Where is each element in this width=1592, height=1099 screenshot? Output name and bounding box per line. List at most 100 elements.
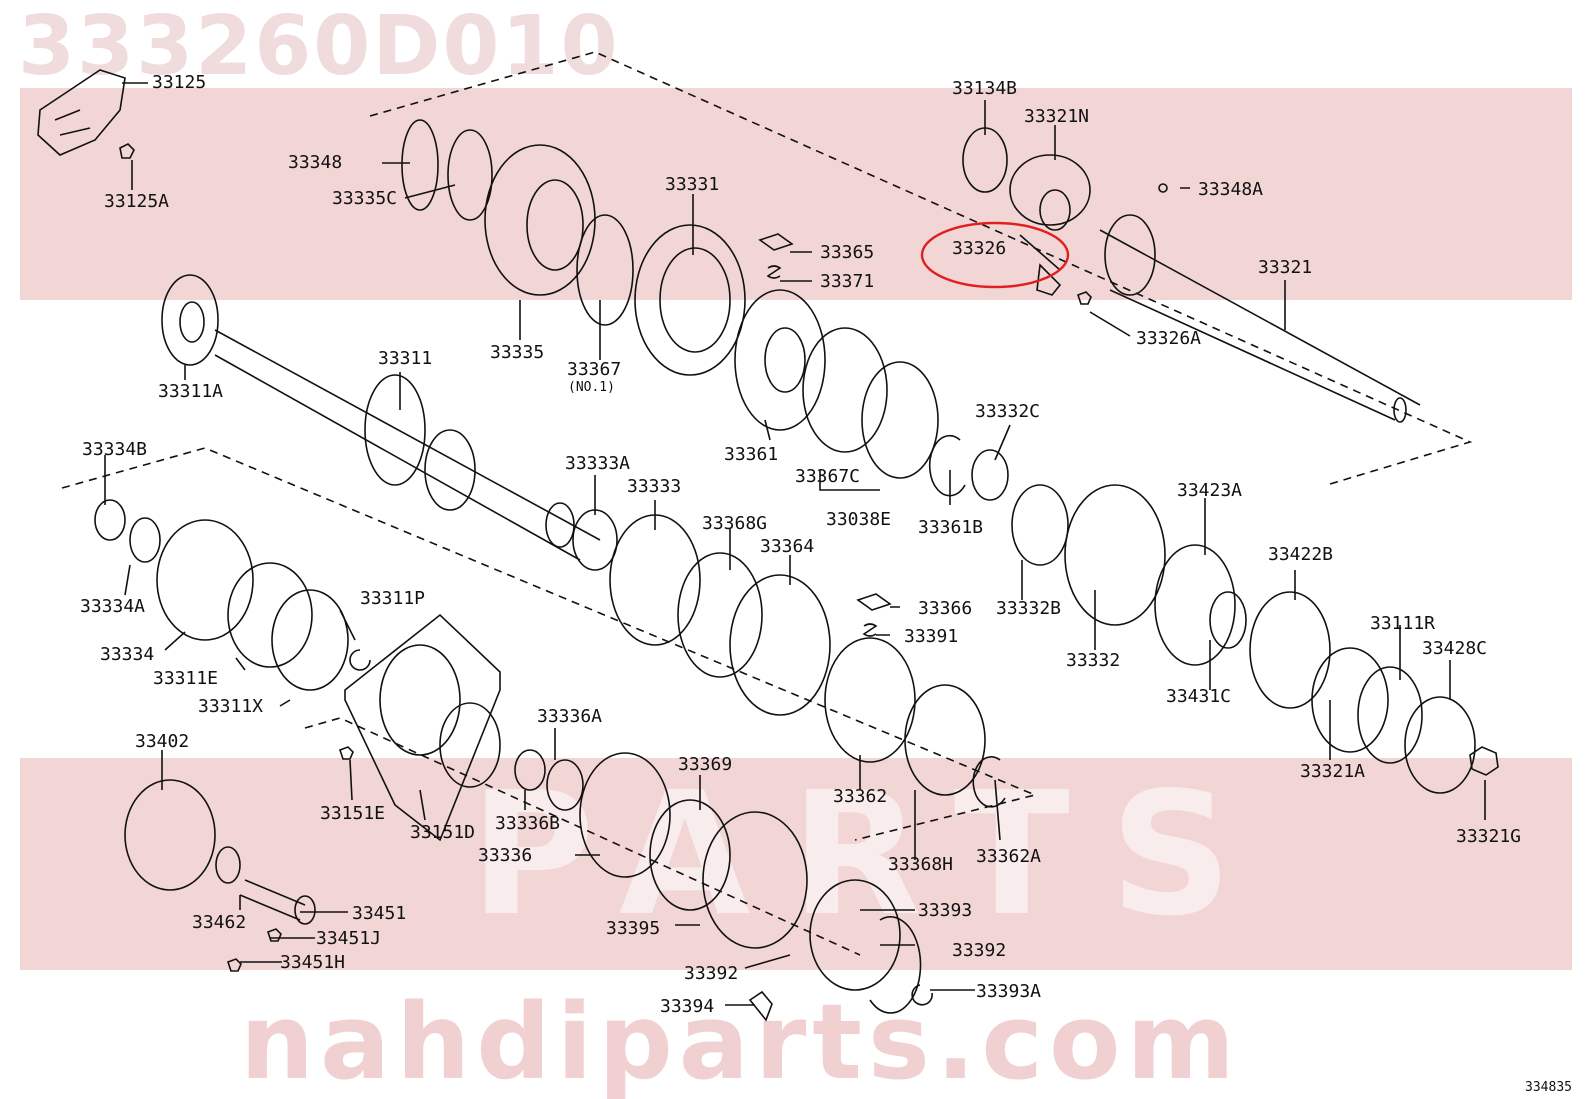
label-33336A: 33336A bbox=[537, 706, 603, 727]
label-33368H: 33368H bbox=[888, 854, 954, 875]
label-33368G: 33368G bbox=[702, 513, 768, 534]
watermark-band-bottom bbox=[20, 758, 1572, 970]
label-33422B: 33422B bbox=[1268, 544, 1334, 565]
shaft-33451 bbox=[239, 879, 306, 921]
sleeve-33395 bbox=[702, 811, 808, 949]
gasket-33151D bbox=[344, 613, 501, 842]
shaft-33311 bbox=[214, 329, 601, 561]
label-33311X: 33311X bbox=[198, 696, 264, 717]
label-33321N: 33321N bbox=[1024, 106, 1090, 127]
pin-33394 bbox=[748, 990, 773, 1022]
label-33361: 33361 bbox=[724, 444, 779, 465]
label-33334: 33334 bbox=[100, 644, 155, 665]
gear-33402 bbox=[124, 779, 216, 891]
label-33326A: 33326A bbox=[1136, 328, 1202, 349]
gear-33336 bbox=[579, 752, 671, 878]
label-33392-right: 33392 bbox=[952, 940, 1007, 961]
gear-33393 bbox=[809, 879, 901, 991]
label-33367-note: (NO.1) bbox=[568, 380, 615, 395]
label-33331: 33331 bbox=[665, 174, 720, 195]
key-33365 bbox=[758, 233, 794, 251]
label-33431C: 33431C bbox=[1166, 686, 1232, 707]
label-33151E: 33151E bbox=[320, 803, 386, 824]
nut-33321G bbox=[1469, 746, 1499, 776]
label-33392-left: 33392 bbox=[684, 963, 739, 984]
label-33451J: 33451J bbox=[316, 928, 382, 949]
label-33311A: 33311A bbox=[158, 381, 224, 402]
label-33111R: 33111R bbox=[1370, 613, 1436, 634]
dashed-group-outline bbox=[61, 447, 1038, 841]
label-33369: 33369 bbox=[678, 754, 733, 775]
label-33365: 33365 bbox=[820, 242, 875, 263]
label-33334B: 33334B bbox=[82, 439, 148, 460]
label-33038E: 33038E bbox=[826, 509, 892, 530]
gear-33361 bbox=[734, 289, 826, 431]
gear-33334 bbox=[156, 519, 254, 641]
label-33333A: 33333A bbox=[565, 453, 631, 474]
gear-33335 bbox=[484, 144, 596, 296]
sleeve-33364 bbox=[729, 574, 831, 716]
watermark-url: nahdiparts.com bbox=[240, 981, 1241, 1099]
label-33402: 33402 bbox=[135, 731, 190, 752]
gear-33332 bbox=[1064, 484, 1166, 626]
gear-33422B bbox=[1249, 591, 1331, 709]
gear-33333 bbox=[609, 514, 701, 646]
label-33332: 33332 bbox=[1066, 650, 1121, 671]
label-33333: 33333 bbox=[627, 476, 682, 497]
ring-33348 bbox=[401, 119, 439, 211]
label-33348: 33348 bbox=[288, 152, 343, 173]
label-33332B: 33332B bbox=[996, 598, 1062, 619]
label-33364: 33364 bbox=[760, 536, 815, 557]
drawing-reference-number: 334835 bbox=[1525, 1080, 1572, 1095]
sleeve-33331 bbox=[634, 224, 746, 376]
dashed-group-outline bbox=[369, 51, 1473, 485]
label-33423A: 33423A bbox=[1177, 480, 1243, 501]
key-33366 bbox=[856, 593, 892, 611]
label-33394: 33394 bbox=[660, 996, 715, 1017]
label-33151D: 33151D bbox=[410, 822, 476, 843]
label-33125: 33125 bbox=[152, 72, 207, 93]
bracket-33125 bbox=[37, 69, 126, 156]
label-33321: 33321 bbox=[1258, 257, 1313, 278]
label-33367C: 33367C bbox=[795, 466, 861, 487]
label-33334A: 33334A bbox=[80, 596, 146, 617]
watermark-band-top bbox=[20, 88, 1572, 300]
ring-33334B bbox=[94, 499, 126, 541]
label-33321A: 33321A bbox=[1300, 761, 1366, 782]
label-33332C: 33332C bbox=[975, 401, 1041, 422]
label-33335C: 33335C bbox=[332, 188, 398, 209]
label-33348A: 33348A bbox=[1198, 179, 1264, 200]
label-33362A: 33362A bbox=[976, 846, 1042, 867]
label-33321G: 33321G bbox=[1456, 826, 1522, 847]
label-33125A: 33125A bbox=[104, 191, 170, 212]
part-number-watermark: 333260D010 bbox=[18, 0, 620, 94]
label-33326: 33326 bbox=[952, 238, 1007, 259]
plate-33134B bbox=[962, 127, 1008, 193]
bearing-33311A bbox=[161, 274, 219, 366]
label-33395: 33395 bbox=[606, 918, 661, 939]
bearing-33321N bbox=[1009, 154, 1091, 226]
label-33462: 33462 bbox=[192, 912, 247, 933]
label-33367: 33367 bbox=[567, 359, 622, 380]
label-33451: 33451 bbox=[352, 903, 407, 924]
label-33336B: 33336B bbox=[495, 813, 561, 834]
label-33428C: 33428C bbox=[1422, 638, 1488, 659]
label-33361B: 33361B bbox=[918, 517, 984, 538]
label-33451H: 33451H bbox=[280, 952, 346, 973]
label-33311E: 33311E bbox=[153, 668, 219, 689]
label-33336: 33336 bbox=[478, 845, 533, 866]
shaft-33321 bbox=[1099, 229, 1421, 421]
highlight-circle-33326 bbox=[920, 221, 1070, 289]
label-33311: 33311 bbox=[378, 348, 433, 369]
bearing-33321A bbox=[1311, 647, 1389, 753]
label-33391: 33391 bbox=[904, 626, 959, 647]
gear-33428C bbox=[1404, 696, 1476, 794]
label-33393: 33393 bbox=[918, 900, 973, 921]
label-33393A: 33393A bbox=[976, 981, 1042, 1002]
gear-33362 bbox=[824, 637, 916, 763]
label-33366: 33366 bbox=[918, 598, 973, 619]
label-33134B: 33134B bbox=[952, 78, 1018, 99]
label-33362: 33362 bbox=[833, 786, 888, 807]
